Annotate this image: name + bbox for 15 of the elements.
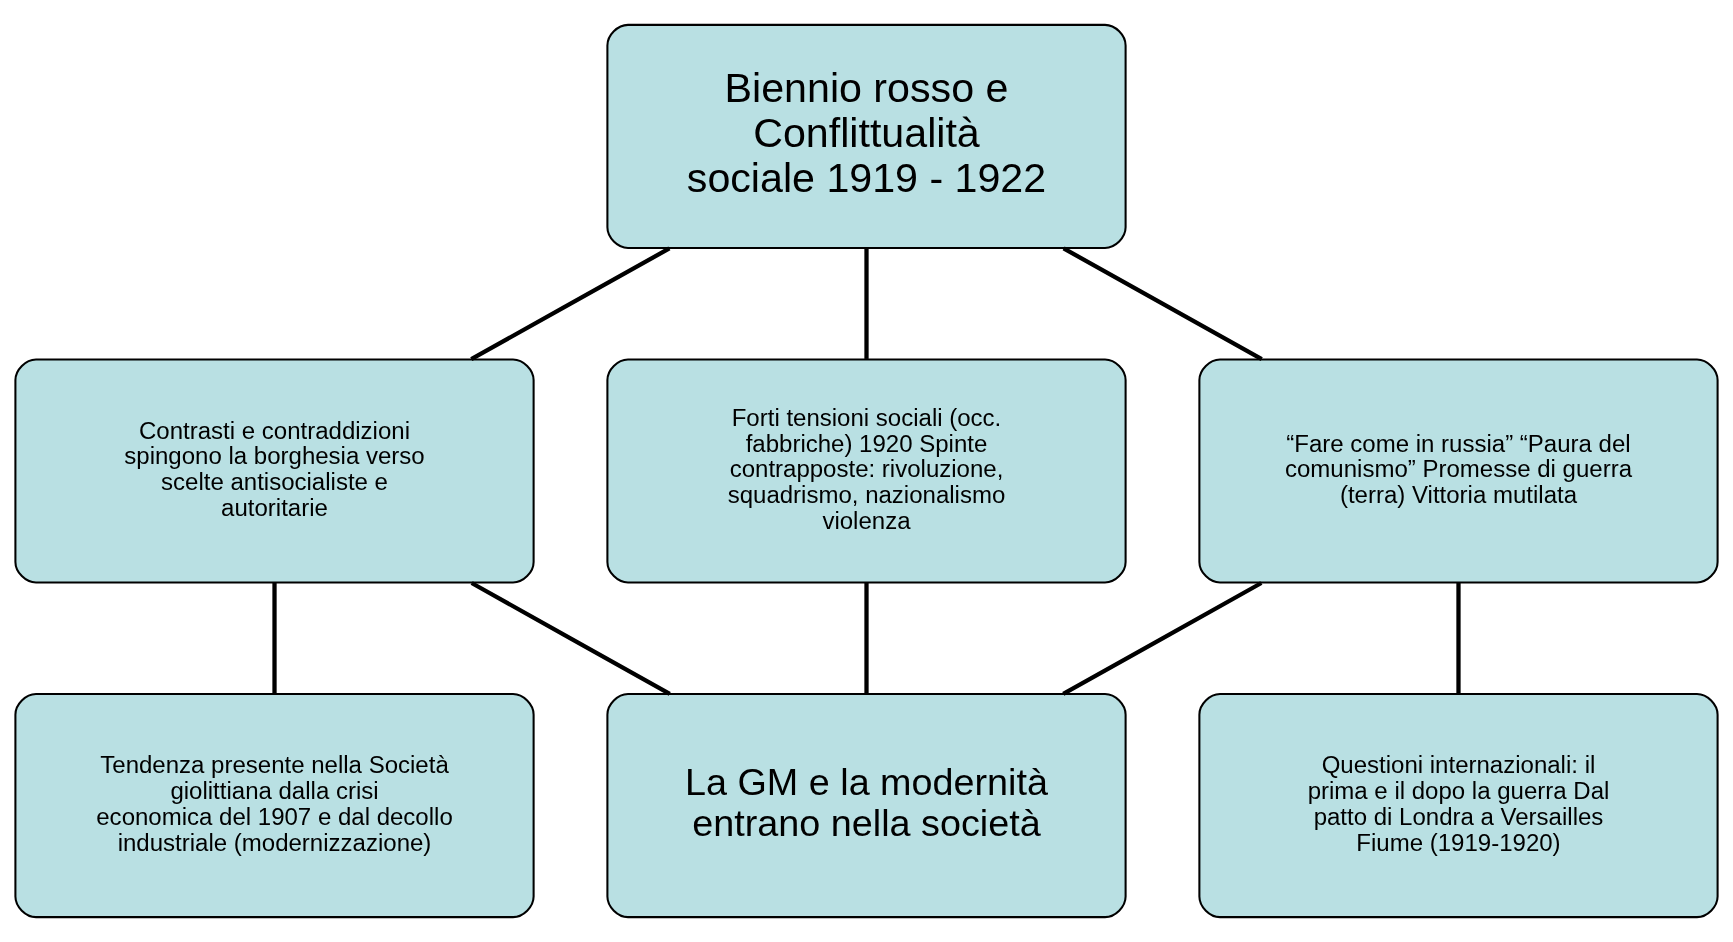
connector <box>1062 246 1263 362</box>
connector <box>470 581 671 696</box>
node-box: Contrasti e contraddizioni spingono la borghesia verso scelte antisocialiste e autoritarie <box>14 358 535 584</box>
connector <box>864 583 869 694</box>
connector <box>1456 583 1461 694</box>
connector <box>864 248 869 359</box>
connector <box>470 246 671 362</box>
node-box: Tendenza presente nella Società giolittiana dalla crisi economica del 1907 e dal decollo industriale (modernizzazione) <box>14 693 535 919</box>
connector <box>272 583 277 694</box>
node-box: Biennio rosso e Conflittualità sociale 1919 - 1922 <box>606 23 1127 249</box>
node-box: La GM e la modernità entrano nella società <box>606 693 1127 919</box>
node-box: Questioni internazionali: il prima e il dopo la guerra Dal patto di Londra a Versailles Fiume (1919-1920) <box>1198 693 1719 919</box>
node-box: Forti tensioni sociali (occ. fabbriche) 1920 Spinte contrapposte: rivoluzione, squadrismo, nazionalismo violenza <box>606 358 1127 584</box>
node-box: “Fare come in russia” “Paura del comunismo” Promesse di guerra (terra) Vittoria mutilata <box>1198 358 1719 584</box>
connector <box>1062 581 1263 696</box>
